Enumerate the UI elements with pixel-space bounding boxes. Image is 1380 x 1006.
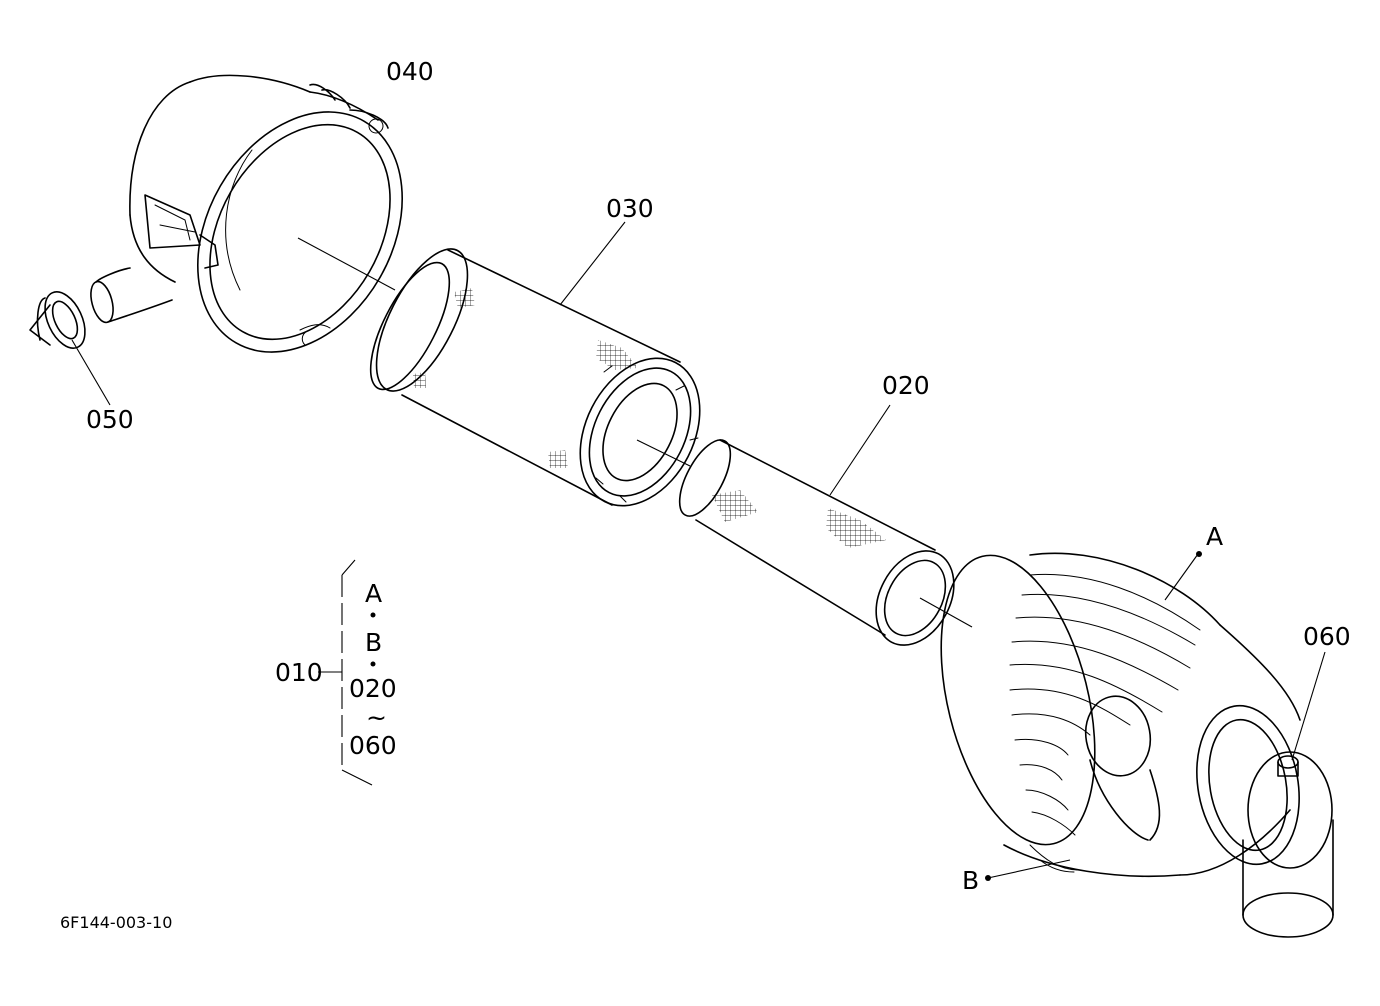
callout-040: 040	[386, 57, 434, 86]
callout-030: 030	[606, 194, 654, 223]
callout-b: B	[962, 866, 979, 895]
callout-020: 020	[882, 371, 930, 400]
inner-filter-element-part-020	[636, 404, 973, 646]
callout-a: A	[1206, 522, 1223, 551]
cover-housing-part-040	[90, 74, 403, 353]
figure-code: 6F144-003-10	[60, 913, 172, 932]
bracket-line-020: 020	[349, 674, 397, 703]
callout-060: 060	[1303, 622, 1351, 651]
bracket-line-060: 060	[349, 731, 397, 760]
dust-valve-part-060	[1242, 651, 1334, 938]
bracket-line-b: B	[365, 628, 382, 657]
bracket-line-tilde: ~	[366, 703, 387, 732]
callout-050: 050	[86, 405, 134, 434]
callout-010: 010	[275, 658, 323, 687]
air-cleaner-body	[940, 552, 1301, 879]
assembly-bracket	[318, 551, 1202, 881]
outer-filter-element-part-030	[369, 221, 701, 507]
bracket-line-a: A	[365, 579, 382, 608]
valve-part-050	[29, 291, 111, 406]
